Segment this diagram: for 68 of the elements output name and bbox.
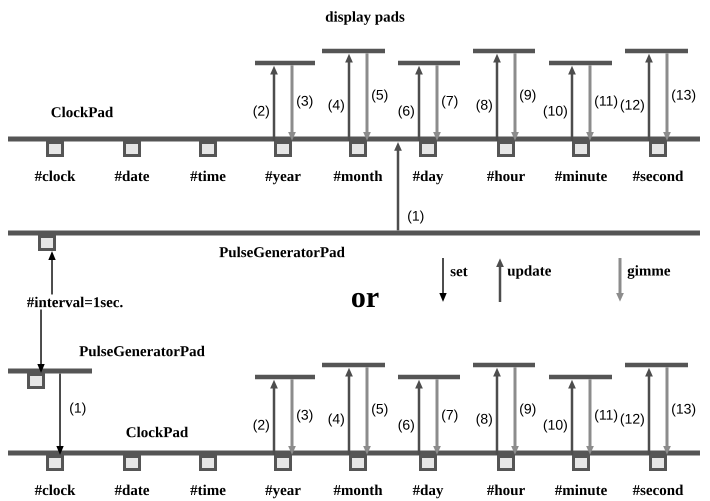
display-pad-bar [625, 362, 688, 368]
edge-label: (12) [620, 99, 644, 113]
display-pad-bar [625, 48, 688, 54]
edge-label: (10) [544, 105, 567, 119]
slot-name: #hour [487, 484, 525, 496]
display-pad-bar [549, 374, 612, 380]
display-pad-bar [322, 362, 385, 368]
display-pad-bar [255, 374, 315, 380]
legend-text: update [507, 265, 551, 279]
edge-label: (11) [595, 95, 618, 109]
edge-label: (1) [70, 402, 86, 416]
slot-name: #month [334, 484, 382, 496]
display-pad-bar [473, 362, 535, 368]
display-pad-bar [255, 60, 315, 66]
edge-label: (2) [254, 419, 269, 433]
edge-label: (4) [328, 413, 344, 427]
parameter-text: #interval=1sec. [27, 296, 123, 308]
edge-label: (9) [520, 89, 536, 103]
display-pad-bar [322, 48, 385, 54]
slot-box [38, 235, 56, 251]
display-pad-bar [398, 60, 460, 66]
slot-name: #second [632, 484, 684, 496]
slot-name: #year [265, 171, 301, 184]
edge-label: (9) [520, 403, 536, 417]
slot-name: #day [412, 170, 444, 184]
slot-name: #clock [34, 170, 76, 182]
edge-label: (5) [372, 403, 388, 417]
separator-word: or [352, 292, 379, 308]
edge-label: (13) [672, 89, 696, 103]
edge-label: (10) [544, 419, 567, 433]
display-pad-bar [549, 60, 612, 66]
slot-name: #day [412, 484, 444, 498]
pad-name: ClockPad [52, 106, 114, 118]
slot-name: #month [334, 170, 382, 182]
slot-name: #date [114, 484, 150, 496]
edge-label: (7) [442, 95, 458, 109]
pad-name: PulseGeneratorPad [219, 246, 345, 258]
edge-label: (8) [476, 413, 492, 427]
slot-name: #time [190, 484, 226, 496]
edge-label: (1) [408, 210, 424, 224]
edge-label: (3) [297, 409, 312, 423]
slot-name: #minute [554, 170, 607, 182]
edge-label: (12) [620, 413, 644, 427]
slot-name: #date [114, 170, 150, 182]
slot-name: #time [190, 170, 226, 182]
edge-label: (3) [297, 95, 312, 109]
slot-name: #minute [554, 484, 607, 496]
edge-label: (8) [476, 99, 492, 113]
edge-label: (11) [595, 409, 618, 423]
edge-label: (13) [672, 403, 696, 417]
edge-label: (5) [372, 89, 388, 103]
legend-text: gimme [628, 265, 670, 279]
pad-name: ClockPad [126, 426, 188, 438]
slot-name: #second [632, 170, 684, 182]
edge-label: (6) [398, 105, 414, 119]
edge-label: (7) [442, 409, 458, 423]
slot-name: #hour [487, 170, 525, 182]
legend-text: set [450, 268, 468, 276]
edge-label: (4) [328, 99, 344, 113]
heading-text: display pads [326, 11, 404, 25]
display-pad-bar [473, 48, 535, 54]
pad-name: PulseGeneratorPad [79, 346, 205, 356]
edge-label: (6) [398, 419, 414, 433]
edge-label: (2) [254, 105, 269, 119]
slot-name: #clock [34, 484, 76, 496]
slot-box [27, 373, 45, 389]
display-pad-bar [398, 374, 460, 380]
slot-name: #year [265, 485, 301, 498]
